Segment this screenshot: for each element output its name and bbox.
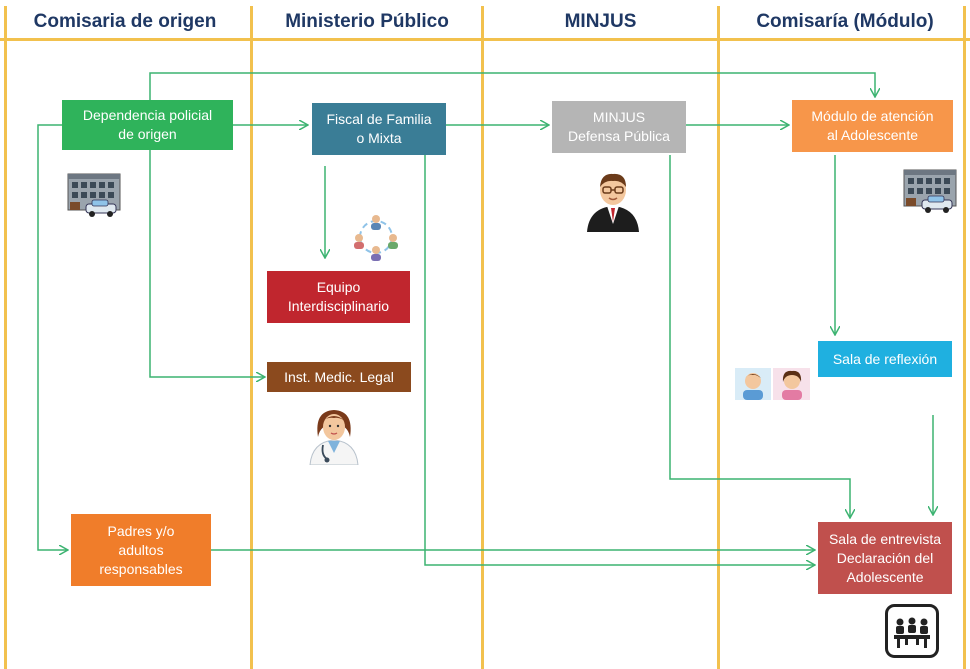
node-line: Inst. Medic. Legal: [284, 368, 394, 385]
lane-divider: [717, 6, 720, 669]
node-minjus-defensa: MINJUS Defensa Pública: [552, 101, 686, 153]
node-line: Padres y/o: [107, 522, 175, 539]
node-line: o Mixta: [356, 130, 402, 146]
node-fiscal-familia: Fiscal de Familia o Mixta: [312, 103, 446, 155]
arrow-fiscal-to-sala-entrevista: [424, 155, 815, 565]
arrow-minjus-to-sala-entrevista: [669, 155, 850, 518]
node-line: Dependencia policial: [82, 107, 213, 123]
doctor-icon: [309, 410, 359, 465]
node-line: Declaración del: [836, 549, 934, 566]
node-line: Interdisciplinario: [287, 298, 390, 314]
lane-header-comisaria-origen: Comisaria de origen: [0, 6, 250, 38]
lawyer-icon: [587, 173, 639, 232]
arrow-dependencia-to-padres: [37, 124, 68, 550]
node-line: MINJUS: [592, 109, 646, 125]
node-padres-adultos: Padres y/o adultos responsables: [71, 514, 211, 586]
node-line: Sala de reflexión: [832, 350, 938, 367]
lane-divider: [963, 6, 966, 669]
node-sala-reflexion: Sala de reflexión: [818, 341, 952, 377]
lane-header-ministerio-publico: Ministerio Público: [253, 6, 481, 38]
lane-divider: [250, 6, 253, 669]
lane-header-minjus: MINJUS: [484, 6, 717, 38]
node-line: al Adolescente: [826, 127, 919, 143]
arrow-dependencia-to-inst: [149, 150, 265, 377]
header-divider: [0, 38, 970, 41]
lane-header-comisaria-modulo: Comisaría (Módulo): [720, 6, 970, 38]
lane-divider: [481, 6, 484, 669]
node-line: adultos: [118, 541, 164, 558]
node-modulo-atencion: Módulo de atención al Adolescente: [792, 100, 953, 152]
node-inst-medic-legal: Inst. Medic. Legal: [267, 362, 411, 392]
police-station-icon: [903, 169, 957, 213]
team-circle-icon: [354, 215, 398, 261]
node-line: Defensa Pública: [568, 128, 670, 144]
node-line: responsables: [99, 560, 183, 577]
meeting-icon: [885, 604, 939, 658]
node-line: de origen: [118, 126, 177, 142]
lane-divider: [4, 6, 7, 669]
node-line: Sala de entrevista: [828, 530, 942, 547]
node-line: Fiscal de Familia: [326, 111, 432, 127]
node-dependencia-policial: Dependencia policial de origen: [62, 100, 233, 150]
node-line: Equipo: [316, 279, 361, 295]
arrow-dependencia-to-modulo: [149, 72, 875, 100]
node-line: Adolescente: [846, 568, 924, 585]
police-station-icon: [67, 173, 121, 217]
children-icon: [735, 368, 810, 400]
node-line: Módulo de atención: [811, 108, 934, 124]
